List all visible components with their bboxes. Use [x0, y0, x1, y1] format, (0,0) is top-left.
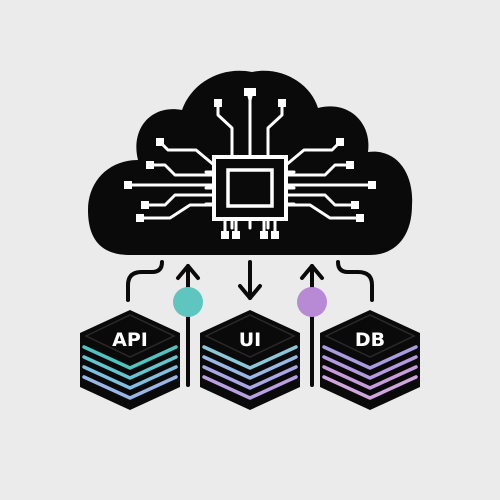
circuit-pad — [260, 231, 268, 239]
db-stack-stripe — [322, 365, 418, 390]
ui-stack-stripe — [202, 365, 298, 390]
circuit-pad — [368, 181, 376, 189]
db-stack-stripe — [322, 355, 418, 380]
circuit-pad — [141, 201, 149, 209]
circuit-pad — [232, 231, 240, 239]
circuit-pad — [248, 88, 256, 96]
circuit-pad — [146, 161, 154, 169]
circuit-trace — [148, 163, 216, 177]
db-stack-stripe — [322, 375, 418, 400]
circuit-pad — [214, 99, 222, 107]
processor-chip-icon — [212, 155, 288, 221]
ui-stack-stripe — [202, 375, 298, 400]
circuit-trace — [143, 193, 216, 207]
api-connector-node — [173, 287, 203, 317]
api-stack-top-face — [84, 314, 176, 358]
ui-stack-stripe — [202, 355, 298, 380]
api-server-stack-icon — [80, 310, 180, 410]
ui-stack-label: UI — [239, 329, 262, 351]
circuit-trace — [138, 203, 216, 220]
circuit-trace — [284, 193, 357, 207]
api-stack-stripe — [82, 355, 178, 380]
ui-stack-top-face — [204, 314, 296, 358]
api-stack-body — [80, 310, 180, 410]
server-stacks — [80, 310, 420, 410]
db-stack-top-face — [324, 314, 416, 358]
circuit-pad — [136, 214, 144, 222]
circuit-pads — [124, 88, 376, 239]
circuit-trace — [284, 203, 362, 220]
circuit-pad — [346, 161, 354, 169]
db-stack-label: DB — [355, 329, 385, 351]
api-stack-stripe — [82, 375, 178, 400]
db-stack-stripe — [322, 345, 418, 370]
circuit-pad — [278, 99, 286, 107]
db-server-stack-icon — [320, 310, 420, 410]
db-connector-node — [297, 287, 327, 317]
left-curve-connector — [126, 260, 164, 302]
circuit-pad — [356, 214, 364, 222]
right-curve-connector — [336, 260, 374, 302]
ui-stack-body — [200, 310, 300, 410]
circuit-pad — [124, 181, 132, 189]
circuit-trace — [284, 163, 352, 177]
circuit-trace — [266, 101, 284, 152]
chip-pins — [204, 148, 296, 230]
db-stack-body — [320, 310, 420, 410]
api-stack-label: API — [112, 329, 148, 351]
circuit-trace — [216, 101, 234, 152]
circuit-pad — [351, 201, 359, 209]
circuit-pad — [221, 231, 229, 239]
circuit-pad — [156, 138, 164, 146]
circuit-pad — [336, 138, 344, 146]
ui-stack-stripe — [202, 345, 298, 370]
arrow-down-icon — [238, 260, 262, 300]
api-stack-stripe — [82, 365, 178, 390]
ui-server-stack-icon — [200, 310, 300, 410]
arrow-up-api-icon — [176, 264, 200, 387]
arrow-up-db-icon — [300, 264, 324, 387]
api-stack-stripe — [82, 345, 178, 370]
circuit-pad — [271, 231, 279, 239]
